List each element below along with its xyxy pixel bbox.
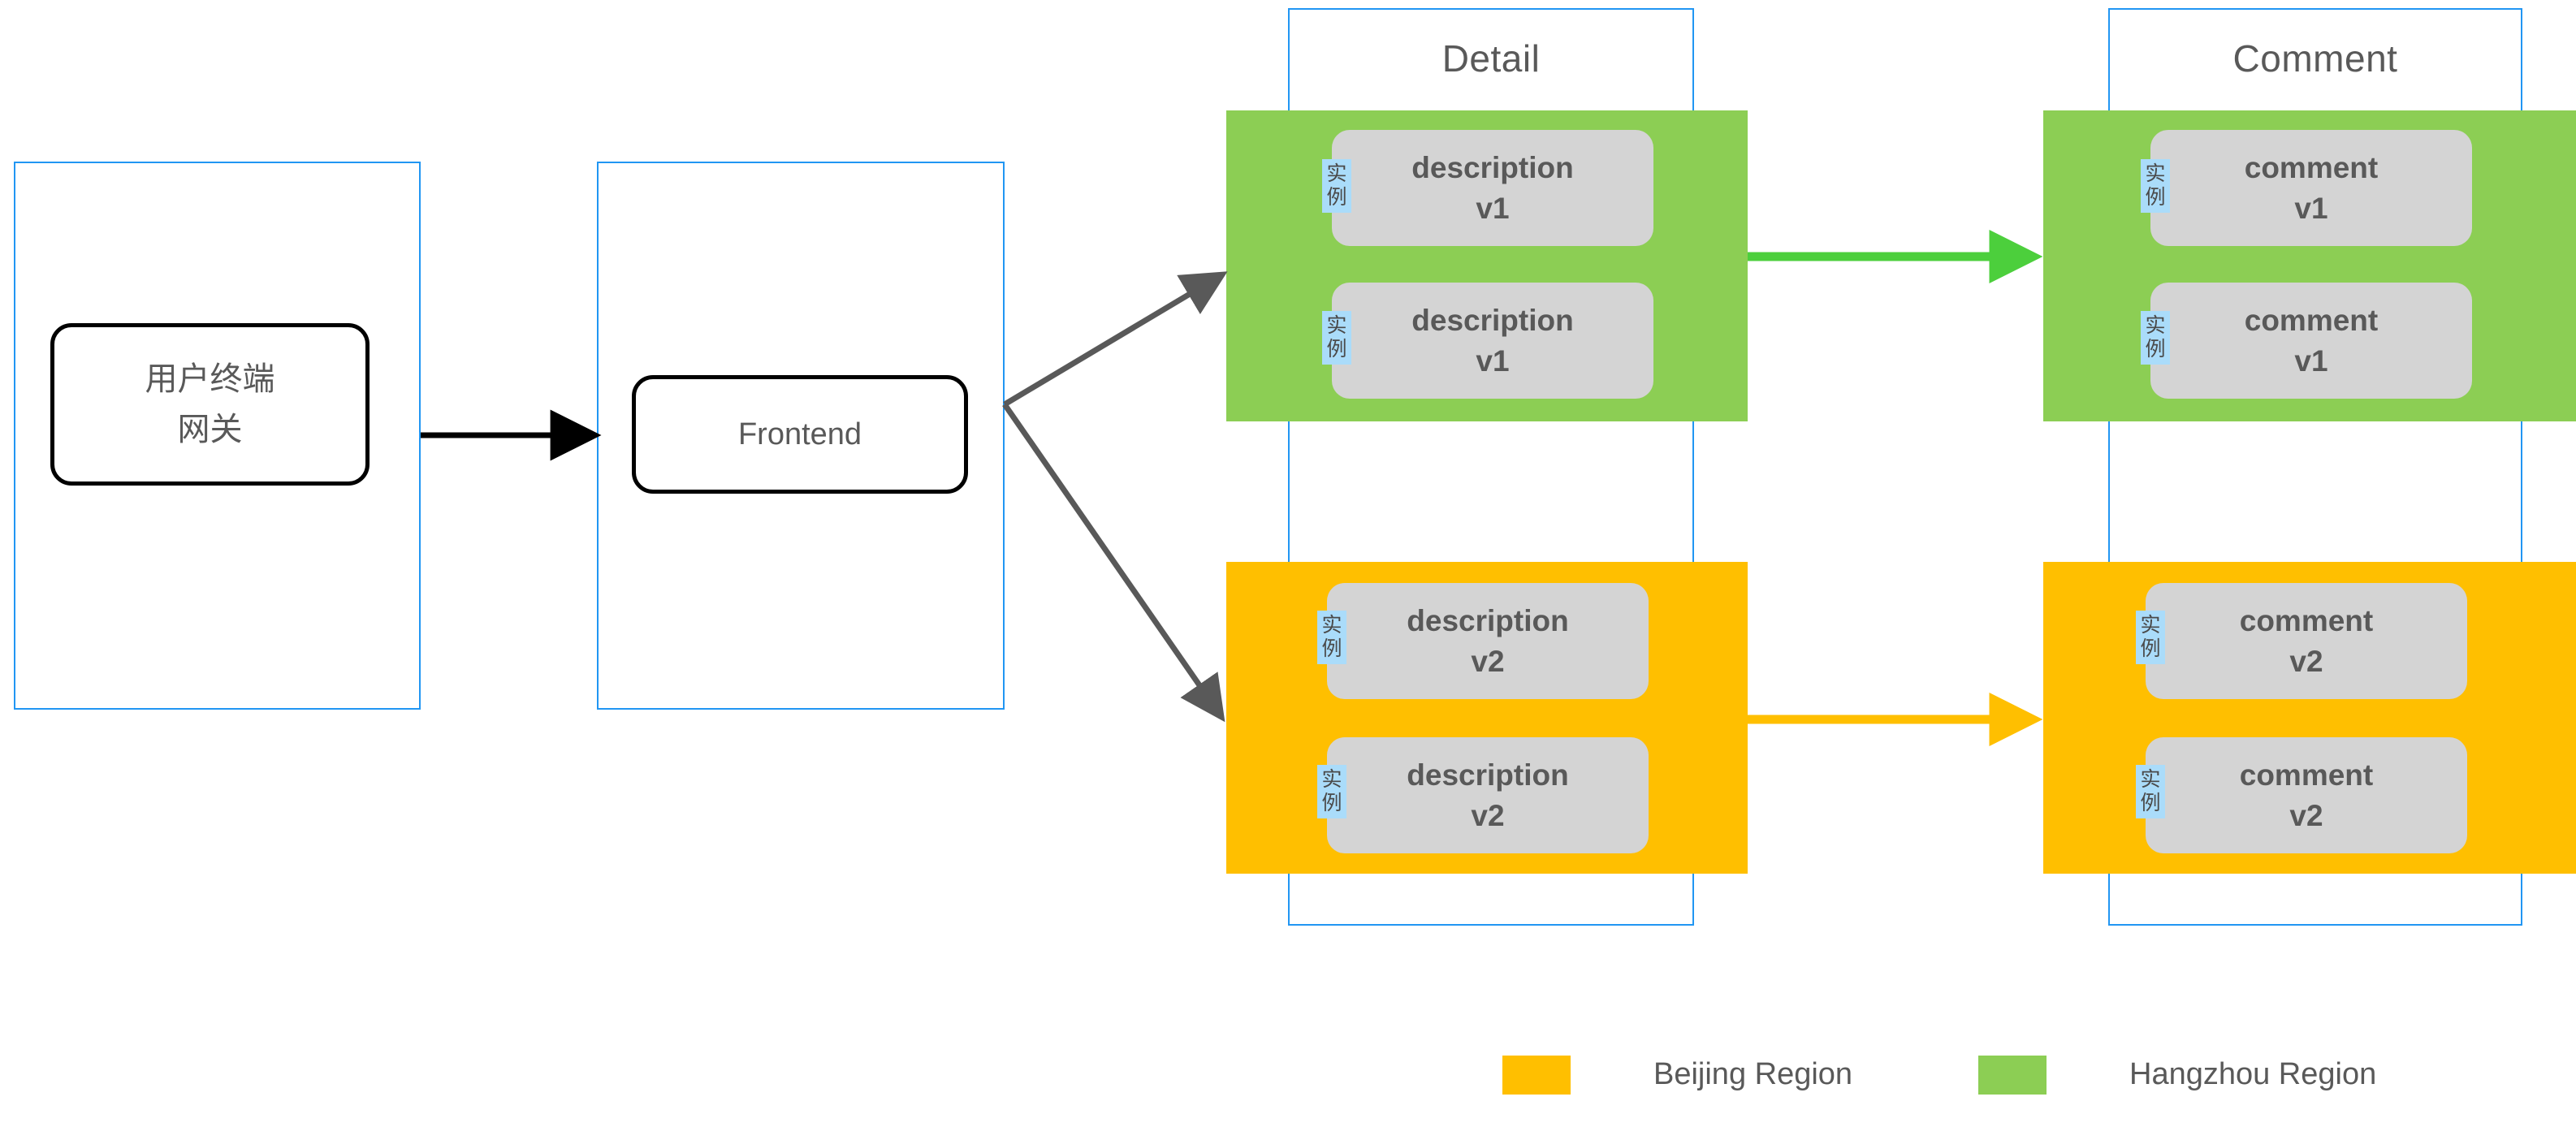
comment-beijing-card-2-line-2: v2 [2289,798,2323,832]
detail-beijing-card-2-line-1: description [1407,758,1569,792]
legend-label-hangzhou: Hangzhou Region [2129,1057,2377,1091]
detail-hangzhou-card-1-instance-badge: 实 例 [1322,159,1351,213]
comment-hangzhou-instance-card-2[interactable]: comment v1 [2150,283,2472,399]
comment-beijing-card-1-instance-badge: 实 例 [2136,611,2165,664]
comment-hangzhou-card-2-line-2: v1 [2294,343,2328,378]
detail-beijing-card-2-instance-badge: 实 例 [1317,765,1346,818]
comment-beijing-card-1-line-1: comment [2239,603,2374,637]
comment-beijing-instance-card-1[interactable]: comment v2 [2146,583,2467,699]
comment-container [2108,8,2522,926]
detail-hangzhou-instance-card-1[interactable]: description v1 [1332,130,1653,246]
instance-badge-char-1: 实 [1321,767,1342,791]
instance-badge-char-1: 实 [2140,767,2161,791]
instance-badge-char-2: 例 [2140,636,2161,660]
detail-container [1288,8,1694,926]
detail-hangzhou-card-2-line-2: v1 [1476,343,1510,378]
instance-badge-char-2: 例 [2140,790,2161,814]
detail-hangzhou-card-1-line-1: description [1411,150,1574,184]
detail-hangzhou-instance-card-2[interactable]: description v1 [1332,283,1653,399]
instance-badge-char-2: 例 [1326,184,1347,209]
comment-beijing-card-2-instance-badge: 实 例 [2136,765,2165,818]
detail-hangzhou-card-2-line-1: description [1411,303,1574,337]
detail-beijing-card-1-instance-badge: 实 例 [1317,611,1346,664]
comment-hangzhou-card-1-instance-badge: 实 例 [2141,159,2170,213]
instance-badge-char-2: 例 [1321,790,1342,814]
arrow-frontend-to-hangzhou-detail [1003,271,1228,408]
comment-hangzhou-card-2-line-1: comment [2244,303,2379,337]
arrow-frontend-to-beijing-detail [1002,403,1225,723]
instance-badge-char-2: 例 [2145,336,2166,361]
instance-badge-char-1: 实 [2145,162,2166,185]
instance-badge-char-1: 实 [1321,613,1342,637]
instance-badge-char-2: 例 [1321,636,1342,660]
legend: Beijing Region Hangzhou Region [1502,1056,2558,1104]
detail-beijing-instance-card-2[interactable]: description v2 [1327,737,1649,853]
comment-beijing-card-1-line-2: v2 [2289,644,2323,678]
instance-badge-char-1: 实 [1326,162,1347,185]
comment-hangzhou-card-1-line-2: v1 [2294,191,2328,225]
comment-group-title: Comment [2232,37,2398,80]
comment-hangzhou-card-2-instance-badge: 实 例 [2141,311,2170,365]
detail-group-title: Detail [1441,37,1541,80]
instance-badge-char-1: 实 [2145,313,2166,337]
comment-beijing-card-2-line-1: comment [2239,758,2374,792]
comment-beijing-instance-card-2[interactable]: comment v2 [2146,737,2467,853]
detail-beijing-instance-card-1[interactable]: description v2 [1327,583,1649,699]
instance-badge-char-2: 例 [2145,184,2166,209]
legend-label-beijing: Beijing Region [1653,1057,1853,1091]
client-gateway-node[interactable]: 用户终端 网关 [50,323,370,486]
instance-badge-char-1: 实 [2140,613,2161,637]
comment-hangzhou-instance-card-1[interactable]: comment v1 [2150,130,2472,246]
frontend-node-label: Frontend [737,417,862,451]
detail-hangzhou-card-2-instance-badge: 实 例 [1322,311,1351,365]
client-container [14,162,421,710]
frontend-node[interactable]: Frontend [632,375,968,494]
client-gateway-line-2: 网关 [177,412,243,447]
legend-swatch-hangzhou [1978,1056,2047,1095]
detail-hangzhou-card-1-line-2: v1 [1476,191,1510,225]
detail-beijing-card-2-line-2: v2 [1471,798,1505,832]
comment-hangzhou-card-1-line-1: comment [2244,150,2379,184]
instance-badge-char-2: 例 [1326,336,1347,361]
instance-badge-char-1: 实 [1326,313,1347,337]
detail-beijing-card-1-line-2: v2 [1471,644,1505,678]
detail-beijing-card-1-line-1: description [1407,603,1569,637]
client-gateway-line-1: 用户终端 [145,361,275,397]
legend-swatch-beijing [1502,1056,1571,1095]
